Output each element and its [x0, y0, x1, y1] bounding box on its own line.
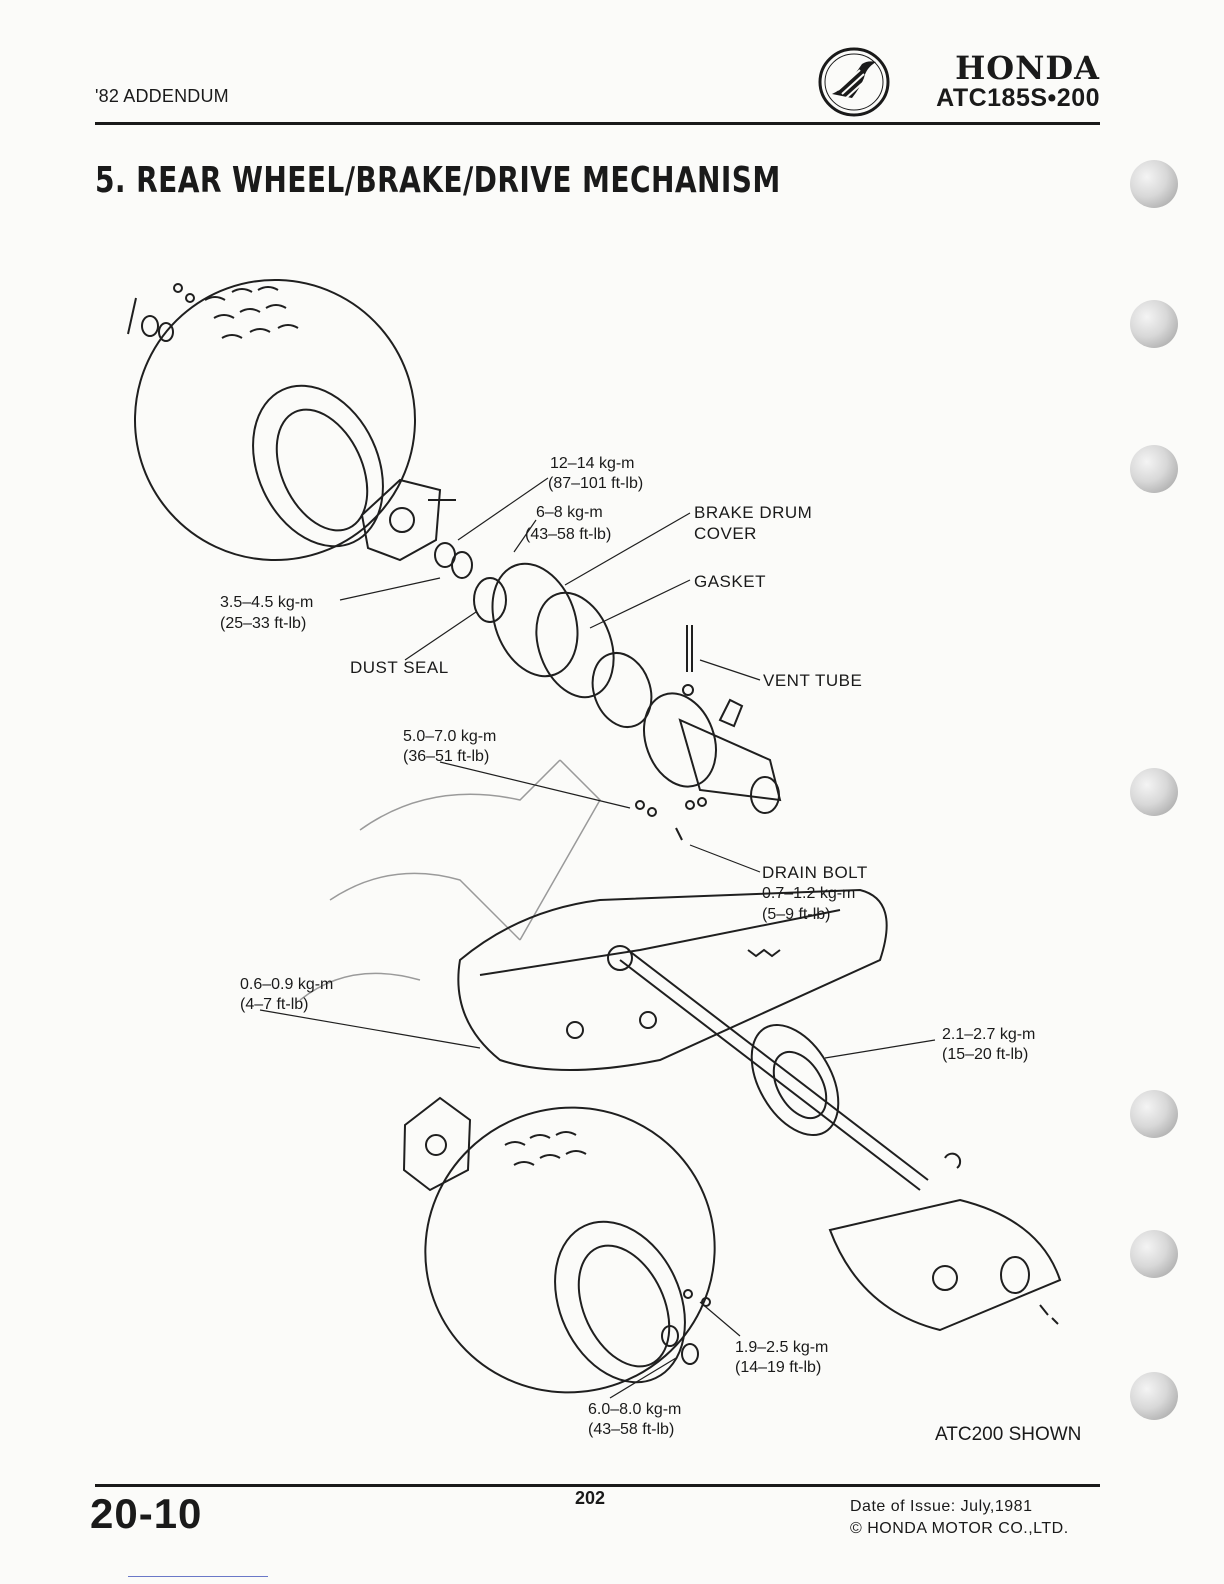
- model-name: ATC185S•200: [936, 84, 1100, 112]
- issue-date: Date of Issue: July,1981: [850, 1498, 1033, 1515]
- torque-label-1-9-2-5: 1.9–2.5 kg-m: [735, 1339, 829, 1356]
- dust-seal-label: DUST SEAL: [350, 658, 449, 677]
- copyright: © HONDA MOTOR CO.,LTD.: [850, 1520, 1069, 1537]
- torque-label-12-14-ft: (87–101 ft-lb): [548, 475, 644, 492]
- page-title: 5. REAR WHEEL/BRAKE/DRIVE MECHANISM: [95, 160, 781, 201]
- brake-drum-cover-label-line2: COVER: [694, 524, 757, 543]
- torque-label-0-6-0-9: 0.6–0.9 kg-m: [240, 976, 334, 993]
- brand-name: HONDA: [955, 49, 1100, 87]
- chain-case-drawing: [457, 888, 888, 1071]
- torque-label-5-7: 5.0–7.0 kg-m: [403, 728, 497, 745]
- binder-hole-icon: [1130, 160, 1178, 208]
- torque-label-5-7-ft: (36–51 ft-lb): [403, 748, 490, 765]
- binder-hole-icon: [1130, 1230, 1178, 1278]
- brand-block: HONDA ATC185S•200: [936, 52, 1100, 112]
- torque-label-2-1-2-7-ft: (15–20 ft-lb): [942, 1046, 1029, 1063]
- section-page-code: 20-10: [90, 1490, 203, 1537]
- torque-label-6-8: 6–8 kg-m: [536, 504, 603, 521]
- vent-tube-label: VENT TUBE: [763, 671, 863, 690]
- section-label: '82 ADDENDUM: [95, 86, 229, 106]
- torque-label-3-5-4-5: 3.5–4.5 kg-m: [220, 594, 314, 611]
- binder-hole-icon: [1130, 1090, 1178, 1138]
- torque-label-1-9-2-5-ft: (14–19 ft-lb): [735, 1359, 822, 1376]
- binder-hole-icon: [1130, 445, 1178, 493]
- drain-bolt-torque-ft: (5–9 ft-lb): [762, 906, 831, 923]
- lower-tire-drawing: [424, 1106, 716, 1394]
- torque-label-12-14: 12–14 kg-m: [550, 455, 635, 472]
- torque-label-2-1-2-7: 2.1–2.7 kg-m: [942, 1026, 1036, 1043]
- binder-hole-icon: [1130, 768, 1178, 816]
- model-shown-note: ATC200 SHOWN: [935, 1424, 1082, 1445]
- torque-label-3-5-4-5-ft: (25–33 ft-lb): [220, 615, 307, 632]
- issue-block: Date of Issue: July,1981 © HONDA MOTOR C…: [850, 1496, 1069, 1540]
- torque-label-6-8-lower: 6.0–8.0 kg-m: [588, 1401, 682, 1418]
- drain-bolt-label: DRAIN BOLT: [762, 863, 868, 882]
- binder-hole-icon: [1130, 300, 1178, 348]
- bottom-underline: [128, 1576, 268, 1577]
- footer-rule: [95, 1484, 1100, 1487]
- lower-cover-drawing: [828, 1198, 1062, 1332]
- binder-hole-icon: [1130, 1372, 1178, 1420]
- brake-drum-cover-label-line1: BRAKE DRUM: [694, 503, 813, 522]
- torque-label-6-8-lower-ft: (43–58 ft-lb): [588, 1421, 675, 1438]
- torque-label-6-8-ft: (43–58 ft-lb): [525, 526, 612, 543]
- gasket-label: GASKET: [694, 572, 766, 591]
- axle-drawing: [619, 949, 962, 1191]
- torque-label-0-6-0-9-ft: (4–7 ft-lb): [240, 996, 309, 1013]
- honda-wing-logo-icon: [818, 47, 890, 117]
- drain-bolt-torque: 0.7–1.2 kg-m: [762, 885, 856, 902]
- upper-tire-drawing: [134, 279, 416, 561]
- header-rule: [95, 122, 1100, 125]
- brake-assembly-drawing: [434, 542, 782, 841]
- page-number: 202: [575, 1488, 606, 1508]
